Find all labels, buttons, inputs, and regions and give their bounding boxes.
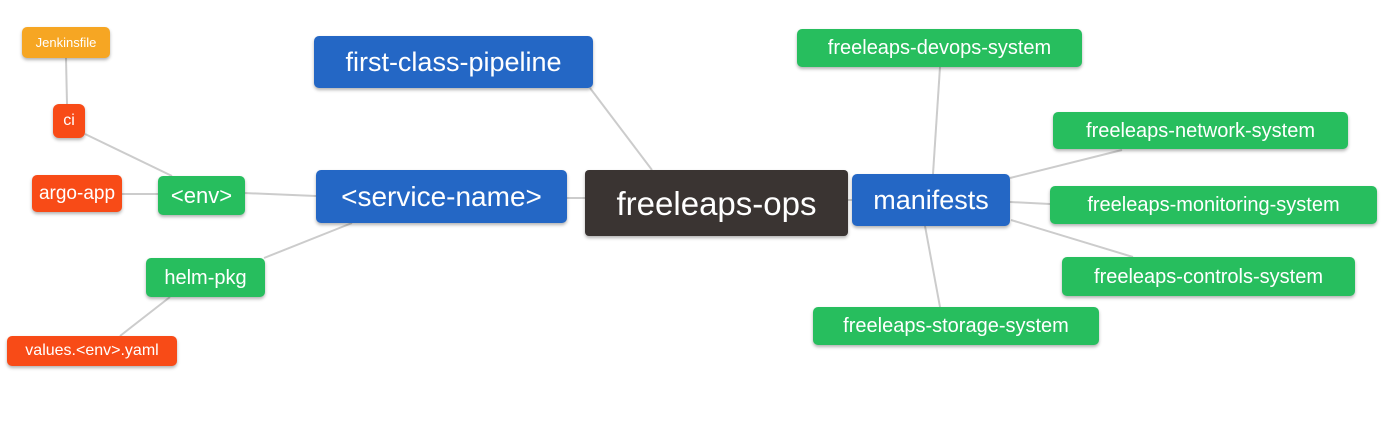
- edge-first_class_pipeline-to-freeleaps_ops: [589, 87, 653, 171]
- edge-jenkinsfile-to-ci: [65, 57, 68, 105]
- node-freeleaps-ops[interactable]: freeleaps-ops: [585, 170, 848, 236]
- node-ci[interactable]: ci: [53, 104, 85, 138]
- edge-manifests-to-monitoring_system: [1009, 201, 1051, 205]
- node-argo-app[interactable]: argo-app: [32, 175, 122, 212]
- node-freeleaps-devops-system[interactable]: freeleaps-devops-system: [797, 29, 1082, 67]
- edge-manifests-to-devops_system: [932, 66, 941, 175]
- node-freeleaps-network-system[interactable]: freeleaps-network-system: [1053, 112, 1348, 149]
- node-helm-pkg[interactable]: helm-pkg: [146, 258, 265, 297]
- node-manifests[interactable]: manifests: [852, 174, 1010, 226]
- edge-helm_pkg-to-values_yaml: [119, 296, 171, 337]
- node-env[interactable]: <env>: [158, 176, 245, 215]
- edge-ci-to-env: [84, 133, 173, 177]
- node-values-env-yaml[interactable]: values.<env>.yaml: [7, 336, 177, 366]
- node-first-class-pipeline[interactable]: first-class-pipeline: [314, 36, 593, 88]
- edge-service_name-to-helm_pkg: [263, 222, 353, 259]
- edge-manifests-to-controls_system: [1010, 219, 1134, 258]
- node-jenkinsfile[interactable]: Jenkinsfile: [22, 27, 110, 58]
- node-freeleaps-controls-system[interactable]: freeleaps-controls-system: [1062, 257, 1355, 296]
- edge-manifests-to-storage_system: [924, 225, 941, 308]
- node-service-name[interactable]: <service-name>: [316, 170, 567, 223]
- node-freeleaps-storage-system[interactable]: freeleaps-storage-system: [813, 307, 1099, 345]
- edge-manifests-to-network_system: [1009, 149, 1123, 179]
- edge-env-to-service_name: [243, 192, 317, 197]
- node-freeleaps-monitoring-system[interactable]: freeleaps-monitoring-system: [1050, 186, 1377, 224]
